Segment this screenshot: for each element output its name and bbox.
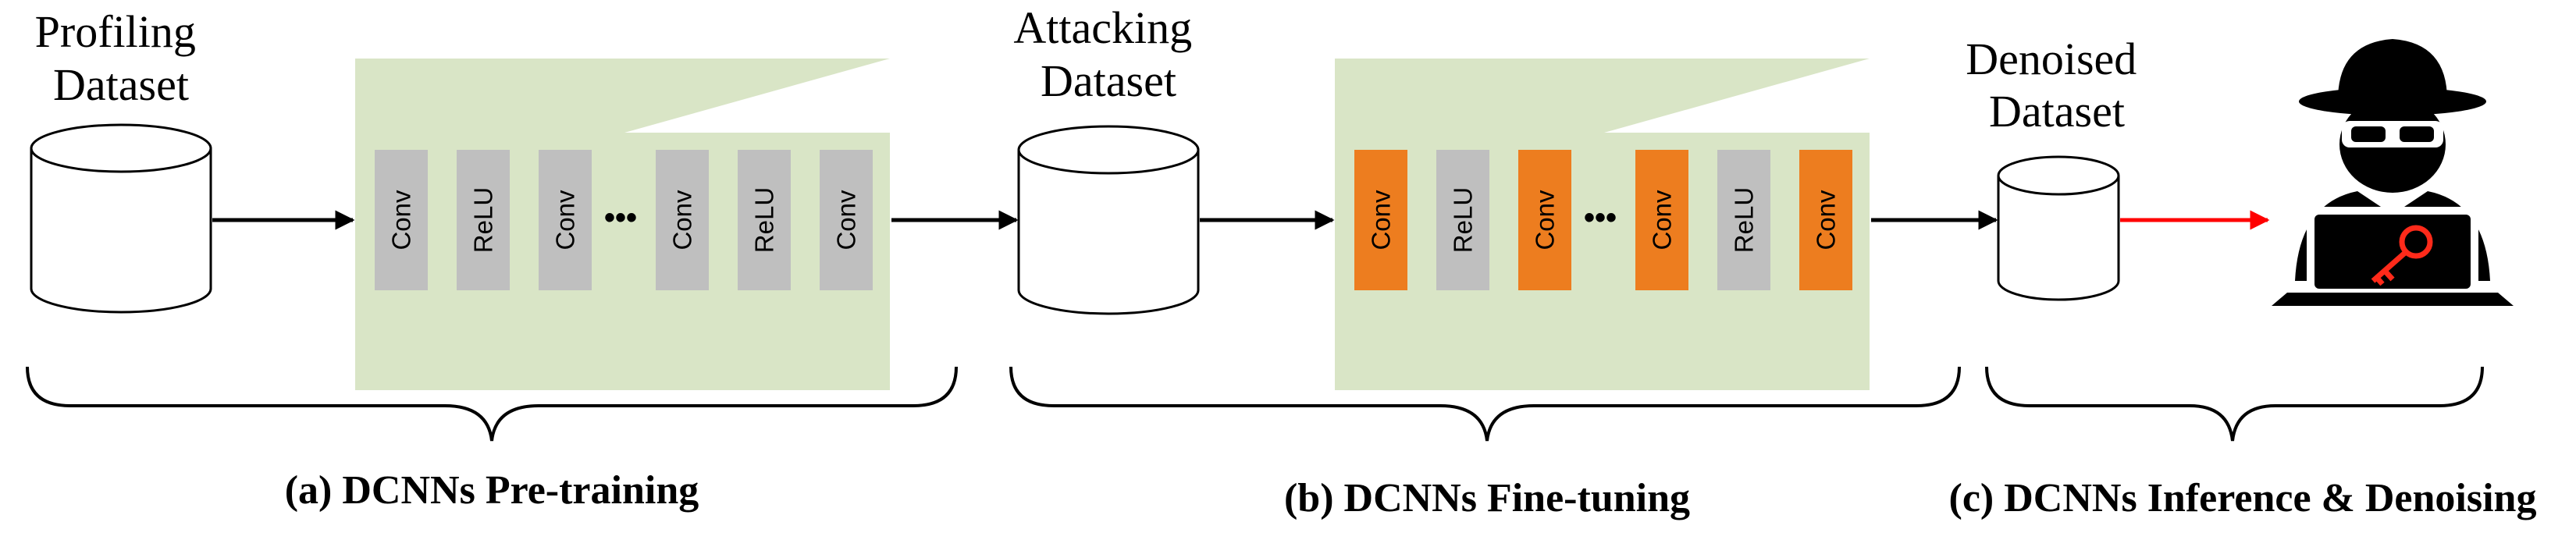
pretrain-layer-2-label: ReLU (469, 187, 498, 253)
finetune-layer-1-box (1354, 150, 1407, 290)
finetune-layer-3-box (1518, 150, 1571, 290)
pretrain-layer-6-label: Conv (832, 190, 861, 250)
finetune-network-shape (1335, 59, 1870, 390)
denoised-dataset-cylinder-icon (1997, 155, 2120, 301)
pretrain-layer-1-label: Conv (387, 190, 416, 250)
pretrain-layer-6-box (820, 150, 873, 290)
finetune-layer-5-label: ReLU (1730, 187, 1759, 253)
pretrain-layer-4-box (656, 150, 709, 290)
pretrain-ellipsis: ••• (604, 201, 637, 235)
finetune-layers: Conv ReLU Conv Conv ReLU Conv (1354, 150, 1852, 290)
pretrain-layer-3-box (539, 150, 592, 290)
brace-b (1009, 366, 1961, 442)
caption-c: (c) DCNNs Inference & Denoising (1949, 476, 2537, 520)
attacking-dataset-cylinder-icon (1017, 125, 1200, 315)
pretrain-layer-3-label: Conv (551, 190, 580, 250)
pretrain-network-shape (355, 59, 890, 390)
finetune-ellipsis: ••• (1584, 201, 1617, 235)
finetune-layer-5-box (1717, 150, 1770, 290)
finetune-layer-4-box (1635, 150, 1688, 290)
finetune-layer-4-label: Conv (1648, 190, 1677, 250)
finetune-layer-1-label: Conv (1367, 190, 1396, 250)
hacker-with-key-icon (2272, 39, 2514, 306)
brace-c (1985, 366, 2484, 442)
finetune-layer-2-box (1436, 150, 1489, 290)
finetune-layer-6-box (1799, 150, 1852, 290)
pretrain-layer-5-box (738, 150, 791, 290)
finetune-layer-3-label: Conv (1531, 190, 1560, 250)
profiling-dataset-cylinder-icon (30, 123, 212, 314)
caption-b: (b) DCNNs Fine-tuning (1284, 476, 1690, 520)
pretrain-layers: Conv ReLU Conv Conv ReLU Conv (375, 150, 873, 290)
pretrain-layer-1-box (375, 150, 428, 290)
brace-a (26, 366, 958, 442)
pretrain-layer-2-box (457, 150, 510, 290)
pretrain-layer-5-label: ReLU (750, 187, 779, 253)
pretrain-layer-4-label: Conv (668, 190, 697, 250)
denoised-dataset-label: Denoised Dataset (1966, 34, 2148, 137)
caption-a: (a) DCNNs Pre-training (285, 468, 699, 513)
finetune-layer-6-label: Conv (1812, 190, 1841, 250)
profiling-dataset-label: Profiling Dataset (35, 6, 208, 110)
finetune-layer-2-label: ReLU (1449, 187, 1478, 253)
attacking-dataset-label: Attacking Dataset (1013, 2, 1203, 106)
